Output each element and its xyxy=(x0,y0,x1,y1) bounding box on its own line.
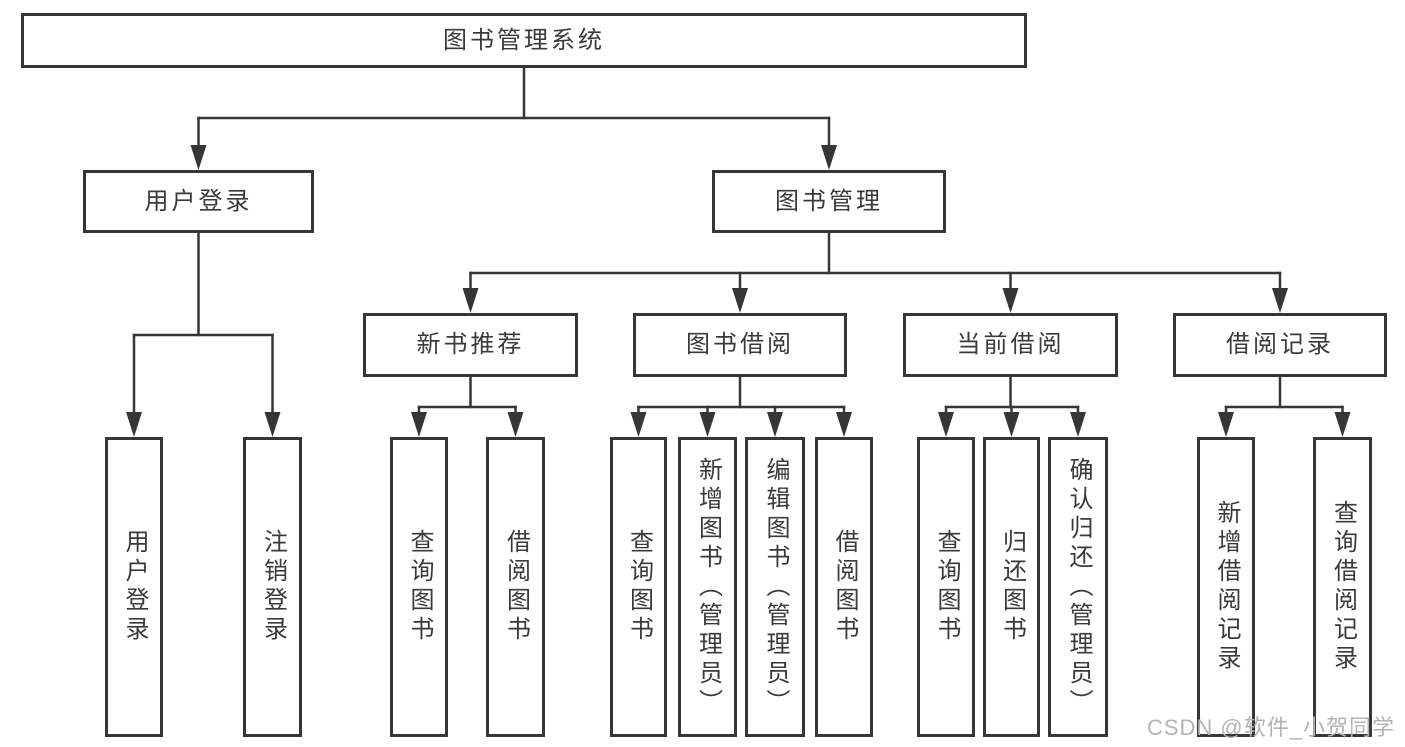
arrowhead-icon xyxy=(1070,412,1086,437)
node-label-user-login: 用户登录 xyxy=(144,187,253,215)
arrowhead-icon xyxy=(767,412,783,437)
node-leaf-query-books-bor: 查询图书 xyxy=(610,437,667,737)
node-label-leaf-borrow-books-bor: 借阅图书 xyxy=(831,529,858,645)
arrowhead-icon xyxy=(836,412,852,437)
node-label-book-mgmt: 图书管理 xyxy=(775,187,883,215)
node-leaf-add-borrow-rec: 新增借阅记录 xyxy=(1197,437,1255,737)
node-leaf-borrow-books-rec: 借阅图书 xyxy=(486,437,545,737)
node-label-root: 图书管理系统 xyxy=(443,26,605,54)
node-label-leaf-edit-books-admin: 编辑图书（管理员） xyxy=(762,456,789,718)
arrowhead-icon xyxy=(411,412,427,437)
node-borrow-records: 借阅记录 xyxy=(1173,313,1387,377)
arrowhead-icon xyxy=(264,412,281,437)
arrowhead-icon xyxy=(630,412,647,437)
node-current-borrow: 当前借阅 xyxy=(903,313,1118,377)
arrowhead-icon xyxy=(1334,412,1351,437)
arrowhead-icon xyxy=(126,412,142,437)
node-label-new-book-rec: 新书推荐 xyxy=(416,331,525,358)
arrowhead-icon xyxy=(1003,412,1020,437)
arrowhead-icon xyxy=(1218,412,1234,437)
node-leaf-query-books-cur: 查询图书 xyxy=(917,437,975,737)
node-leaf-add-books-admin: 新增图书（管理员） xyxy=(678,437,737,737)
node-new-book-rec: 新书推荐 xyxy=(363,313,578,377)
node-leaf-query-borrow-rec: 查询借阅记录 xyxy=(1313,437,1372,737)
node-label-leaf-add-borrow-rec: 新增借阅记录 xyxy=(1213,500,1240,674)
node-leaf-confirm-return: 确认归还（管理员） xyxy=(1048,437,1108,737)
node-leaf-borrow-books-bor: 借阅图书 xyxy=(815,437,873,737)
node-leaf-query-books-rec: 查询图书 xyxy=(390,437,448,737)
node-leaf-edit-books-admin: 编辑图书（管理员） xyxy=(745,437,805,737)
node-label-leaf-confirm-return: 确认归还（管理员） xyxy=(1065,456,1092,718)
node-book-mgmt: 图书管理 xyxy=(712,170,946,233)
node-label-current-borrow: 当前借阅 xyxy=(956,331,1065,358)
arrowhead-icon xyxy=(732,288,748,313)
node-label-book-borrow: 图书借阅 xyxy=(686,331,794,358)
arrowhead-icon xyxy=(190,145,207,170)
node-label-leaf-logout: 注销登录 xyxy=(259,529,287,645)
node-label-leaf-query-books-bor: 查询图书 xyxy=(625,529,653,645)
node-leaf-logout: 注销登录 xyxy=(243,437,302,737)
node-label-leaf-user-login: 用户登录 xyxy=(121,529,148,645)
node-label-leaf-query-books-rec: 查询图书 xyxy=(406,529,433,645)
node-leaf-return-books: 归还图书 xyxy=(983,437,1040,737)
arrowhead-icon xyxy=(699,412,716,437)
node-label-leaf-add-books-admin: 新增图书（管理员） xyxy=(694,456,722,718)
node-label-borrow-records: 借阅记录 xyxy=(1226,331,1334,358)
watermark: CSDN @软件_小贺同学 xyxy=(1146,715,1395,740)
arrowhead-icon xyxy=(1272,288,1288,313)
node-book-borrow: 图书借阅 xyxy=(633,313,847,377)
arrowhead-icon xyxy=(1002,288,1019,313)
node-user-login: 用户登录 xyxy=(83,170,314,233)
arrowhead-icon xyxy=(821,145,837,170)
node-root: 图书管理系统 xyxy=(21,13,1027,68)
node-label-leaf-return-books: 归还图书 xyxy=(998,529,1026,645)
node-label-leaf-query-books-cur: 查询图书 xyxy=(933,529,960,645)
arrowhead-icon xyxy=(938,412,954,437)
node-label-leaf-borrow-books-rec: 借阅图书 xyxy=(502,529,530,645)
node-leaf-user-login: 用户登录 xyxy=(105,437,163,737)
node-label-leaf-query-borrow-rec: 查询借阅记录 xyxy=(1329,500,1357,674)
arrowhead-icon xyxy=(507,412,524,437)
arrowhead-icon xyxy=(462,288,479,313)
